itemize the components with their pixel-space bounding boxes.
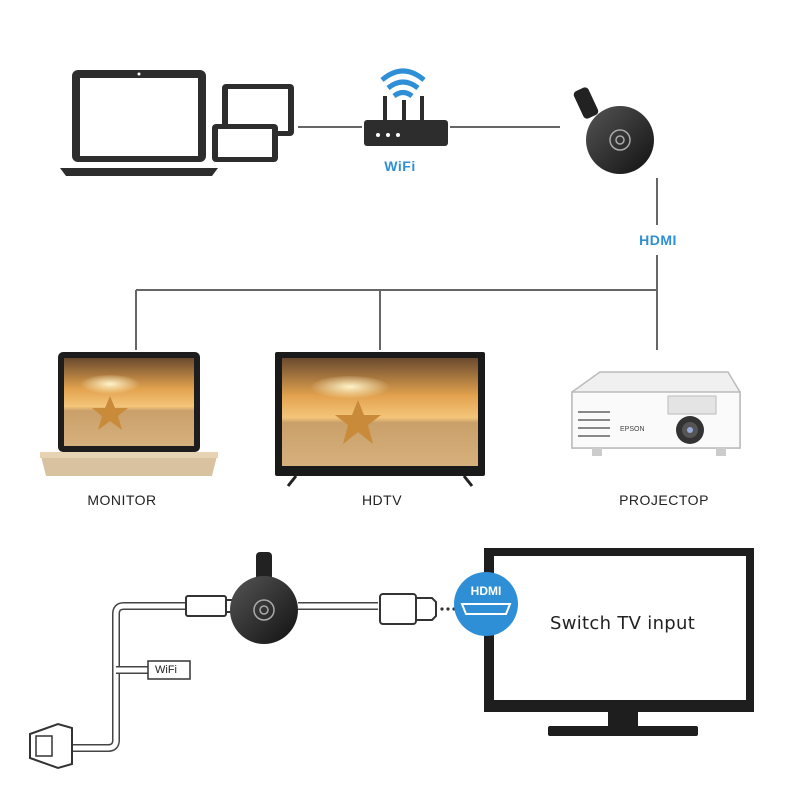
tv-screen-text: Switch TV input: [550, 613, 696, 634]
hdmi-label: HDMI: [639, 232, 677, 248]
laptop-icon: [60, 70, 218, 176]
usb-hdmi-cable: [29, 595, 237, 770]
wifi-label: WiFi: [384, 158, 416, 174]
projector-device: [571, 371, 741, 456]
hdtv-device: [275, 352, 485, 487]
tv-bottom: [484, 548, 754, 736]
chromecast-icon: [573, 87, 654, 174]
monitor-label: MONITOR: [87, 492, 157, 508]
chromecast-bottom-icon: [230, 552, 298, 644]
wifi-tag-box: [147, 660, 191, 680]
monitor-device: [40, 352, 218, 476]
hdmi-cable: [298, 593, 456, 625]
router-icon: [364, 68, 448, 146]
hdmi-port-icon: [454, 572, 518, 636]
cable-wifi-label: WiFi: [155, 664, 177, 676]
phone-icon: [212, 124, 278, 162]
hdtv-label: HDTV: [361, 492, 403, 508]
hdmi-port-label: HDMI: [470, 584, 502, 598]
projector-brand: EPSON: [620, 426, 645, 433]
projector-label: PROJECTOP: [619, 492, 709, 508]
